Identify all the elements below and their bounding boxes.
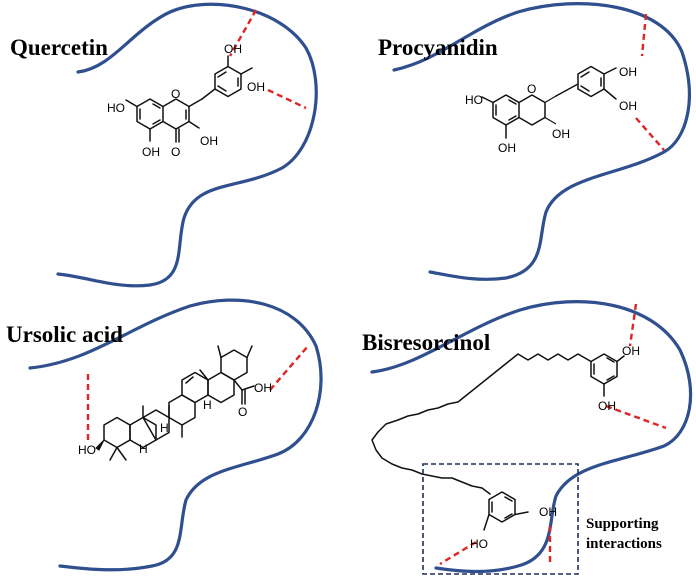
- procyanidin-structure: [481, 65, 617, 139]
- hydrogen-bond: [640, 13, 648, 57]
- atom-label: OH: [598, 399, 616, 413]
- ursolic-acid-structure: [95, 345, 255, 461]
- atom-label: OH: [254, 381, 272, 395]
- bisresorcinol-structure: [371, 353, 625, 531]
- atom-label: O: [171, 87, 180, 101]
- hydrogen-bond: [439, 540, 477, 566]
- hydrogen-bond: [605, 404, 667, 430]
- atom-label: HO: [470, 537, 488, 551]
- binding-pocket-outline: [56, 2, 318, 288]
- atom-label: OH: [142, 145, 160, 159]
- atom-label: OH: [224, 42, 242, 56]
- atom-label: OH: [619, 65, 637, 79]
- atom-label: HO: [78, 443, 96, 457]
- hydrogen-bond: [635, 117, 665, 151]
- quercetin-structure: [125, 55, 253, 143]
- atom-label: O: [238, 405, 247, 419]
- atom-label: OH: [539, 505, 557, 519]
- hydrogen-bond: [267, 88, 307, 110]
- atom-label: OH: [552, 127, 570, 141]
- atom-label: OH: [200, 134, 218, 148]
- panel-procyanidin: Procyanidin HO O OH OH OH OH: [378, 2, 691, 281]
- molecule-title: Bisresorcinol: [362, 330, 490, 355]
- panel-ursolic-acid: Ursolic acid HO OH O H: [6, 298, 323, 572]
- binding-pocket-outline: [28, 298, 323, 572]
- atom-label: HO: [107, 101, 125, 115]
- molecule-title: Quercetin: [10, 35, 108, 60]
- molecule-title: Procyanidin: [378, 35, 498, 60]
- atom-label: OH: [622, 344, 640, 358]
- atom-label: OH: [619, 99, 637, 113]
- atom-label: H: [139, 442, 148, 456]
- molecule-title: Ursolic acid: [6, 322, 123, 347]
- atom-label: OH: [498, 141, 516, 155]
- binding-pocket-outline: [392, 2, 691, 281]
- hydrogen-bond: [628, 303, 638, 347]
- panel-bisresorcinol: Bisresorcinol OH OH OH HO Supporting int…: [362, 300, 693, 575]
- hydrogen-bond: [269, 345, 309, 391]
- supporting-interactions-note: interactions: [586, 536, 662, 552]
- atom-label: OH: [247, 80, 265, 94]
- atom-label: O: [527, 82, 536, 96]
- panel-quercetin: Quercetin OH OH HO O O OH OH: [10, 2, 318, 288]
- atom-label: O: [171, 145, 180, 159]
- binding-pocket-outline: [370, 300, 693, 574]
- supporting-interactions-note: Supporting: [586, 516, 659, 532]
- atom-label: H: [203, 398, 212, 412]
- atom-label: HO: [465, 93, 483, 107]
- atom-label: H: [160, 421, 169, 435]
- hydrogen-bond: [228, 9, 258, 57]
- supporting-interactions-box: [422, 463, 579, 575]
